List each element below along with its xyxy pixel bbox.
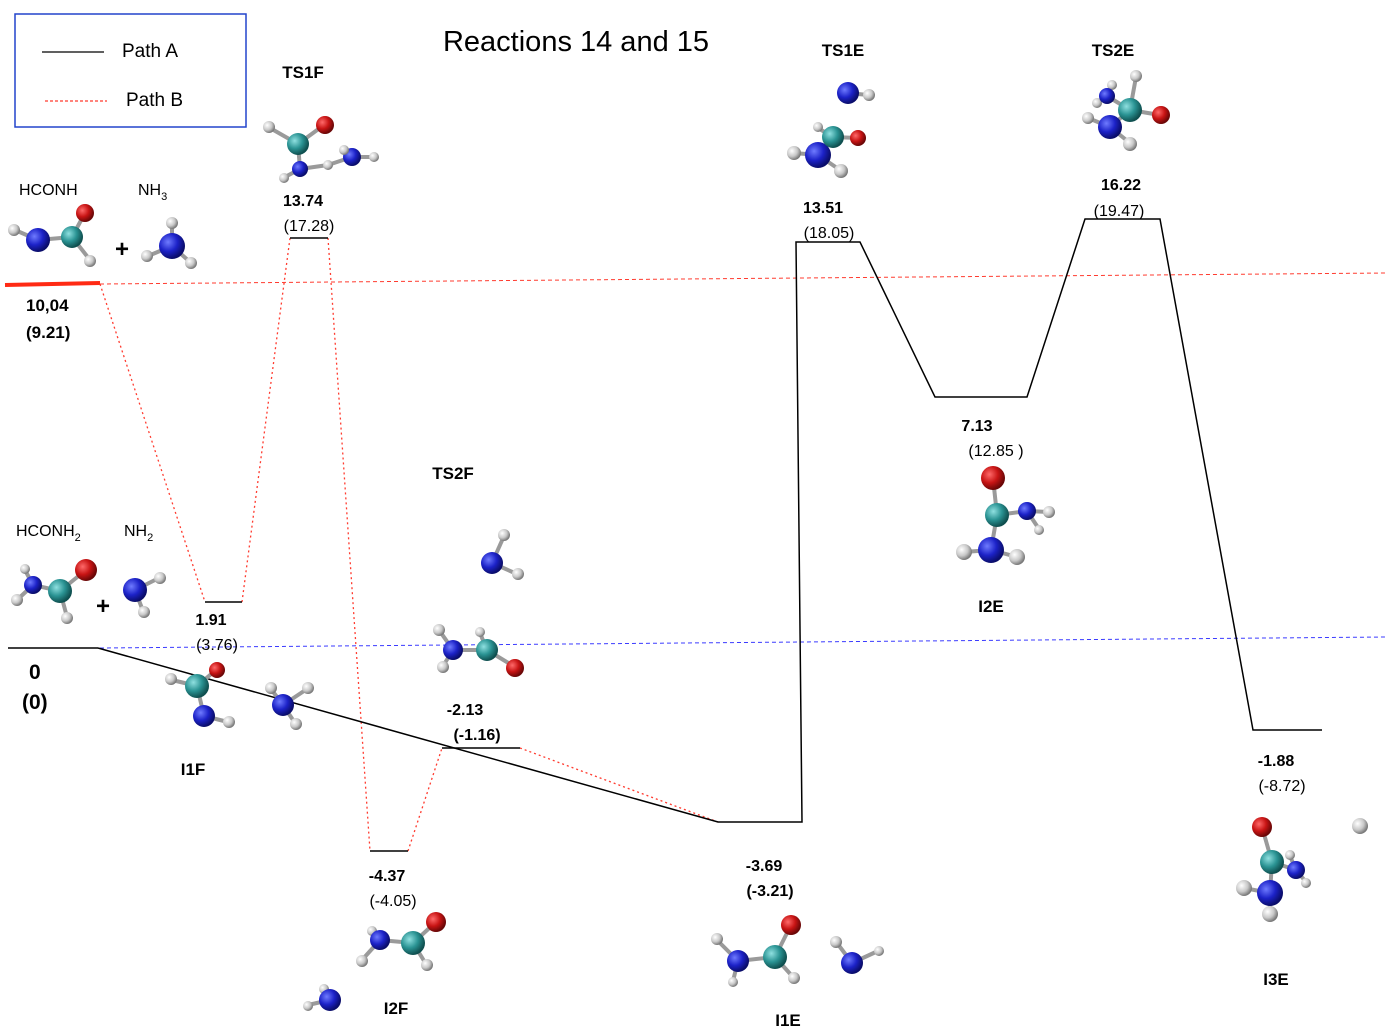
reactant-bottom-energy: 0 <box>29 661 41 684</box>
molecule-i2f <box>356 912 446 971</box>
i2f-energy: -4.37 <box>369 868 406 885</box>
reference-line-blue <box>99 636 1386 649</box>
molecule-reactant-top-hconh <box>8 204 96 267</box>
i2f-name: I2F <box>384 999 409 1018</box>
ts1f-energy-paren: (17.28) <box>284 218 335 235</box>
molecule-ts1e-hconh2 <box>787 122 866 178</box>
molecule-i1e-nh3 <box>830 936 884 974</box>
legend: Path A Path B <box>14 13 247 128</box>
i2e-energy: 7.13 <box>961 418 992 435</box>
molecule-ts2f-nh2 <box>481 529 524 580</box>
ts1e-name: TS1E <box>822 41 865 60</box>
ts2f-energy: -2.13 <box>447 702 484 719</box>
path-b-levels <box>205 237 520 852</box>
molecule-i3e <box>1236 817 1311 922</box>
reactant-top-energy-paren: (9.21) <box>26 323 70 342</box>
molecule-i1e <box>711 915 801 987</box>
reactant-top-species2: NH3 <box>138 182 167 203</box>
i1e-energy-paren: (-3.21) <box>746 883 793 900</box>
molecule-i2f-nh2 <box>303 984 341 1011</box>
molecule-ts1e-nh <box>837 82 875 104</box>
molecule-i1f-nh3 <box>265 682 314 730</box>
i1e-energy: -3.69 <box>746 858 783 875</box>
molecule-ts2f-hconh2 <box>433 624 524 677</box>
path-b <box>99 237 719 852</box>
reference-line-red <box>99 272 1386 285</box>
ts1f-energy: 13.74 <box>283 193 323 210</box>
legend-label-path-a: Path A <box>122 41 178 62</box>
ts2f-name: TS2F <box>432 464 474 483</box>
i3e-energy: -1.88 <box>1258 753 1295 770</box>
reactant-level-top <box>4 281 101 287</box>
ts1e-energy: 13.51 <box>803 200 843 217</box>
reactant-bottom-species1: HCONH2 <box>16 523 81 544</box>
i1f-energy: 1.91 <box>195 612 226 629</box>
molecule-reactant-top-nh3 <box>141 217 197 269</box>
i2f-energy-paren: (-4.05) <box>369 893 416 910</box>
legend-label-path-b: Path B <box>126 90 183 111</box>
molecule-reactant-bottom-hconh2 <box>11 559 97 624</box>
i2e-energy-paren: (12.85 ) <box>968 443 1023 460</box>
reactant-top-energy: 10,04 <box>26 296 69 315</box>
molecule-i1f <box>165 662 235 728</box>
i1f-name: I1F <box>181 760 206 779</box>
molecule-ts2e <box>1082 70 1170 151</box>
reactant-top-species1: HCONH <box>19 182 78 199</box>
molecule-reactant-bottom-nh2 <box>123 572 166 618</box>
ts2e-energy-paren: (19.47) <box>1094 203 1145 220</box>
atom-i3e-h <box>1352 818 1368 834</box>
molecule-ts1f <box>263 116 379 183</box>
i3e-name: I3E <box>1263 970 1289 989</box>
ts1e-energy-paren: (18.05) <box>804 225 855 242</box>
ts2e-name: TS2E <box>1092 41 1135 60</box>
diagram-title: Reactions 14 and 15 <box>443 26 709 58</box>
i1f-energy-paren: (3.76) <box>196 637 238 654</box>
reactant-top-plus: + <box>115 236 129 263</box>
ts2e-energy: 16.22 <box>1101 177 1141 194</box>
reactant-bottom-energy-paren: (0) <box>22 691 48 714</box>
i1e-name: I1E <box>775 1011 801 1030</box>
molecule-i2e <box>956 466 1055 565</box>
i2e-name: I2E <box>978 597 1004 616</box>
reactant-bottom-plus: + <box>96 593 110 620</box>
path-a <box>97 218 1322 823</box>
reactant-bottom-species2: NH2 <box>124 523 153 544</box>
ts1f-name: TS1F <box>282 63 324 82</box>
ts2f-energy-paren: (-1.16) <box>453 727 500 744</box>
i3e-energy-paren: (-8.72) <box>1258 778 1305 795</box>
